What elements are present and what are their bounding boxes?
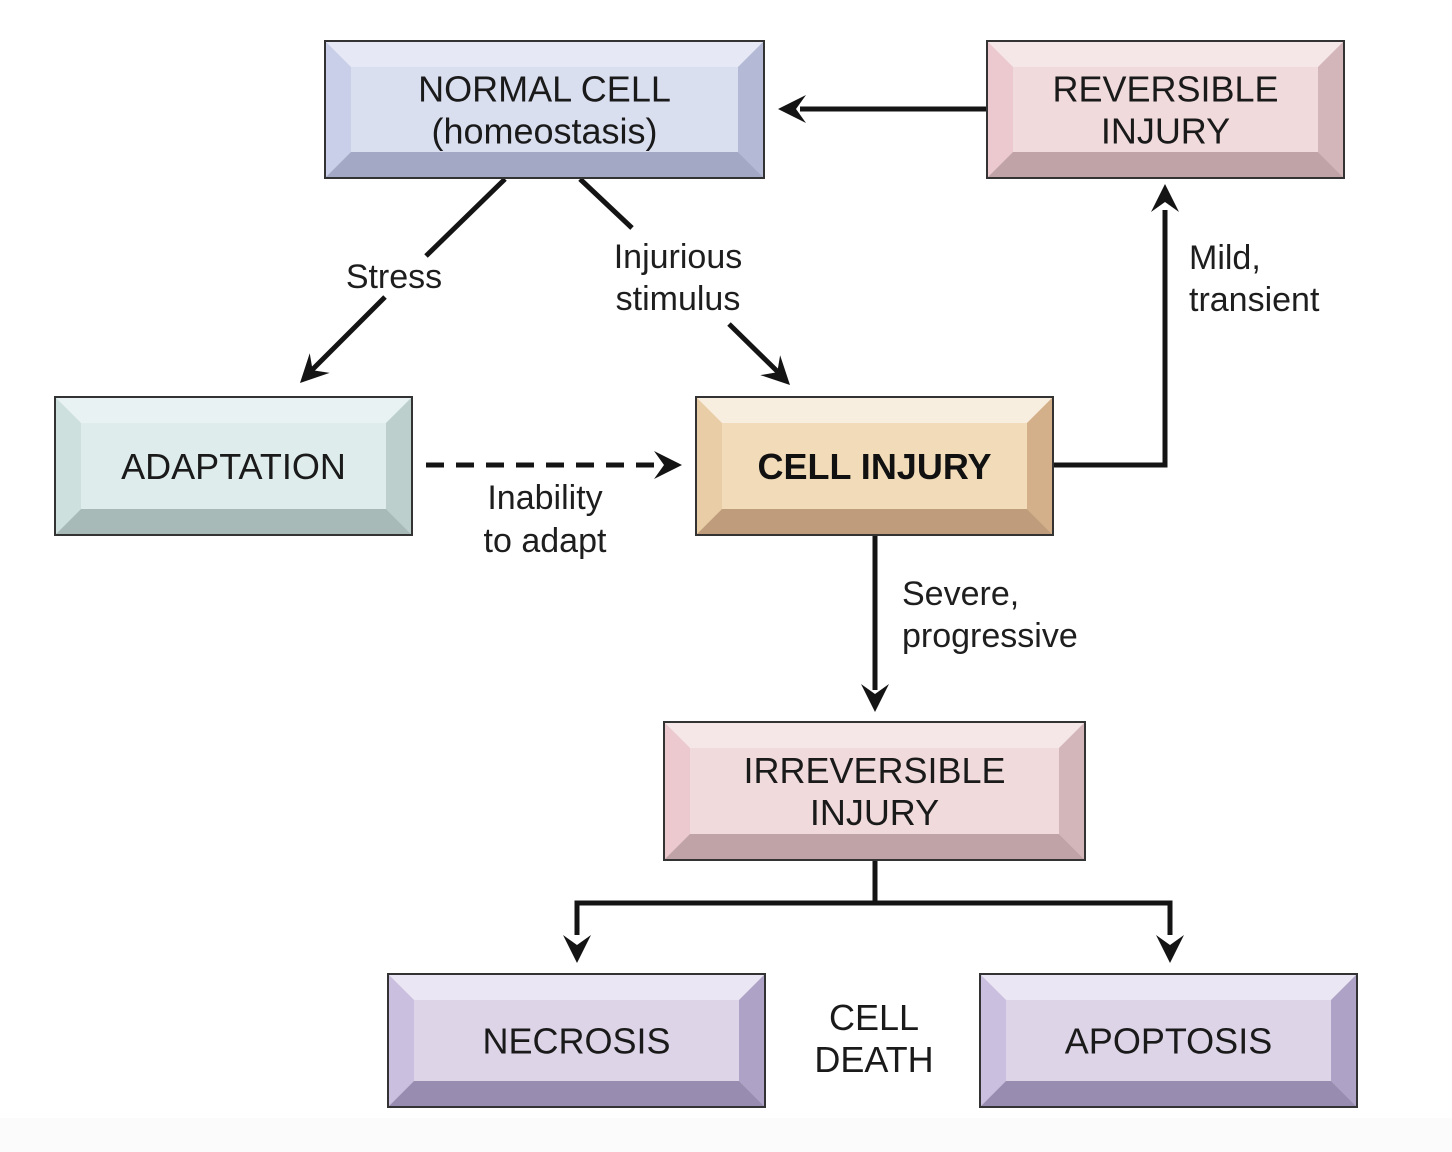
bevel-left [987, 41, 1013, 178]
labels-layer: Stress Injurious stimulus Inability to a… [346, 238, 1320, 1080]
edge-label-injurious-1: Injurious [614, 238, 743, 276]
node-label-irreversible: IRREVERSIBLE [743, 750, 1005, 791]
bevel-bottom [55, 509, 412, 535]
edges-layer [300, 95, 1184, 963]
bevel-top [696, 397, 1053, 423]
edge-mild [1053, 210, 1168, 468]
edge-label-mild-1: Mild, [1189, 239, 1261, 277]
node-label-reversible: INJURY [1101, 111, 1230, 152]
edge-injurious-lower [727, 322, 782, 376]
edge-label-severe-2: progressive [902, 617, 1078, 655]
group-label-death: DEATH [814, 1039, 933, 1080]
bevel-right [1059, 722, 1085, 860]
node-adaptation: ADAPTATION [54, 396, 413, 536]
bevel-bottom [987, 152, 1344, 178]
bevel-right [1318, 41, 1344, 178]
bevel-top [55, 397, 412, 423]
arrowhead-inability [654, 451, 682, 479]
bevel-left [980, 974, 1006, 1107]
bevel-right [1331, 974, 1357, 1107]
edge-stress-upper [424, 177, 507, 258]
edge-label-injurious-2: stimulus [616, 280, 741, 318]
node-necrosis: NECROSIS [387, 973, 766, 1108]
node-label-injury: CELL INJURY [757, 446, 991, 487]
edge-stress-lower [308, 295, 387, 374]
nodes-layer: NORMAL CELL(homeostasis)REVERSIBLEINJURY… [54, 40, 1358, 1108]
arrowhead-severe [861, 684, 889, 712]
edge-split-bar [574, 900, 1173, 935]
node-injury: CELL INJURY [695, 396, 1054, 536]
bevel-left [388, 974, 414, 1107]
node-border [324, 40, 765, 179]
bevel-top [325, 41, 764, 67]
node-label-normal: (homeostasis) [431, 111, 657, 152]
node-border [695, 396, 1054, 536]
node-label-normal: NORMAL CELL [418, 69, 671, 110]
node-border [54, 396, 413, 536]
bevel-bottom [980, 1081, 1357, 1107]
arrowhead-mild [1151, 184, 1179, 212]
node-label-adaptation: ADAPTATION [121, 446, 346, 487]
group-label-cell: CELL [829, 997, 919, 1038]
node-border [387, 973, 766, 1108]
arrowhead-necrosis [563, 935, 591, 963]
node-normal: NORMAL CELL(homeostasis) [324, 40, 765, 179]
node-border [663, 721, 1086, 861]
bevel-right [738, 41, 764, 178]
node-border [979, 973, 1358, 1108]
edge-label-severe-1: Severe, [902, 575, 1019, 613]
edge-injurious-upper [578, 177, 634, 230]
bottom-fade [0, 1118, 1452, 1152]
bevel-top [980, 974, 1357, 1000]
bevel-left [696, 397, 722, 535]
edge-label-inability-1: Inability [487, 479, 602, 517]
bevel-left [325, 41, 351, 178]
bevel-right [386, 397, 412, 535]
bevel-left [664, 722, 690, 860]
bevel-top [388, 974, 765, 1000]
node-label-irreversible: INJURY [810, 792, 939, 833]
node-apoptosis: APOPTOSIS [979, 973, 1358, 1108]
arrowhead-apoptosis [1156, 935, 1184, 963]
edge-label-stress: Stress [346, 258, 442, 296]
node-border [986, 40, 1345, 179]
bevel-bottom [388, 1081, 765, 1107]
arrowhead-stress [300, 353, 330, 383]
arrowhead-recovery [778, 95, 806, 123]
node-label-necrosis: NECROSIS [482, 1021, 670, 1062]
bevel-bottom [696, 509, 1053, 535]
bevel-top [987, 41, 1344, 67]
node-label-apoptosis: APOPTOSIS [1065, 1021, 1272, 1062]
arrowhead-injurious [760, 355, 790, 385]
node-label-reversible: REVERSIBLE [1052, 69, 1278, 110]
edge-label-mild-2: transient [1189, 281, 1320, 319]
bevel-right [1027, 397, 1053, 535]
bevel-right [739, 974, 765, 1107]
bevel-top [664, 722, 1085, 748]
edge-label-inability-2: to adapt [484, 522, 607, 560]
bevel-bottom [664, 834, 1085, 860]
bevel-left [55, 397, 81, 535]
bevel-bottom [325, 152, 764, 178]
